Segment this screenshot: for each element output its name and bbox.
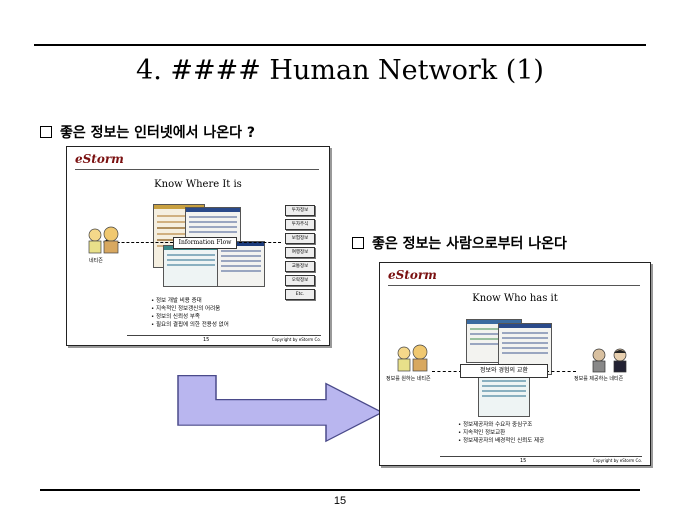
side-box: 보험정보 (285, 233, 315, 244)
slide-1-title: Know Where It is (154, 179, 242, 190)
information-flow-label: Information Flow (173, 237, 237, 249)
estorm-logo: eStorm (388, 268, 437, 282)
page-number: 15 (333, 495, 347, 507)
side-box: 교통정보 (285, 261, 315, 272)
checkbox-square-icon (40, 126, 52, 138)
side-box: 투자정보 (285, 205, 315, 216)
slide-know-who: eStorm Know Who has it 정보와 경험의 교환 정보를 원하… (379, 262, 651, 466)
big-down-right-arrow-icon (177, 375, 384, 443)
slide-1-footer-page: 15 (203, 337, 210, 343)
people-icon (88, 226, 119, 254)
logo-divider (388, 285, 640, 286)
side-box: 여행정보 (285, 247, 315, 258)
page-title: 4. #### Human Network (1) (136, 55, 544, 86)
bullet-internet: 좋은 정보는 인터넷에서 나온다 ? (40, 122, 255, 142)
estorm-logo: eStorm (75, 152, 124, 166)
experts-icon (592, 348, 627, 373)
info-exchange-label: 정보와 경험의 교환 (460, 364, 548, 378)
slide-2-footer-copyright: Copyright by eStorm Co. (592, 458, 642, 463)
netizen-caption: 네티즌 (89, 258, 103, 264)
bottom-rule (40, 489, 640, 491)
slide-2-title: Know Who has it (472, 293, 558, 304)
bullet-people-text: 좋은 정보는 사람으로부터 나온다 (372, 236, 567, 252)
provider-caption: 정보를 제공하는 네티즌 (574, 376, 624, 382)
flow-arrow-left (432, 371, 462, 372)
note-item: • 정보의 신뢰성 부족 (151, 314, 200, 320)
slide-2-footer-page: 15 (520, 458, 527, 464)
checkbox-square-icon (352, 237, 364, 249)
note-item: • 필요의 결핍에 의한 전용성 없어 (151, 322, 229, 328)
slide-1-notes: • 정보 개발 비용 증대 • 지속적인 정보갱신의 어려움 • 정보의 신뢰성… (151, 297, 229, 329)
top-rule (34, 44, 646, 46)
slide-2-notes: • 정보제공자와 수요자 중심구조 • 지속적인 정보교환 • 정보제공자의 배… (458, 421, 544, 445)
bullet-internet-text: 좋은 정보는 인터넷에서 나온다 ? (60, 125, 256, 141)
slide-know-where: eStorm Know Where It is Information Flow… (66, 146, 330, 346)
slide-1-footer-copyright: Copyright by eStorm Co. (271, 337, 321, 342)
seeker-caption: 정보를 원하는 네티즌 (386, 376, 431, 382)
note-item: • 정보제공자와 수요자 중심구조 (458, 422, 533, 428)
note-item: • 지속적인 정보교환 (458, 430, 506, 436)
slide-2-footer-line (440, 456, 642, 457)
flow-arrow-right (546, 371, 576, 372)
slide-1-footer-line (127, 335, 321, 336)
side-box: 오락정보 (285, 275, 315, 286)
logo-divider (75, 169, 319, 170)
website-screenshot (163, 245, 219, 287)
side-box: 투자주식 (285, 219, 315, 230)
note-item: • 정보 개발 비용 증대 (151, 298, 202, 304)
people-icon (397, 344, 428, 372)
note-item: • 정보제공자의 배경적인 신뢰도 제공 (458, 438, 545, 444)
note-item: • 지속적인 정보갱신의 어려움 (151, 306, 221, 312)
flow-arrow-right (239, 242, 281, 243)
flow-arrow-left (107, 242, 173, 243)
bullet-people: 좋은 정보는 사람으로부터 나온다 (352, 233, 567, 253)
side-box: Etc. (285, 289, 315, 300)
